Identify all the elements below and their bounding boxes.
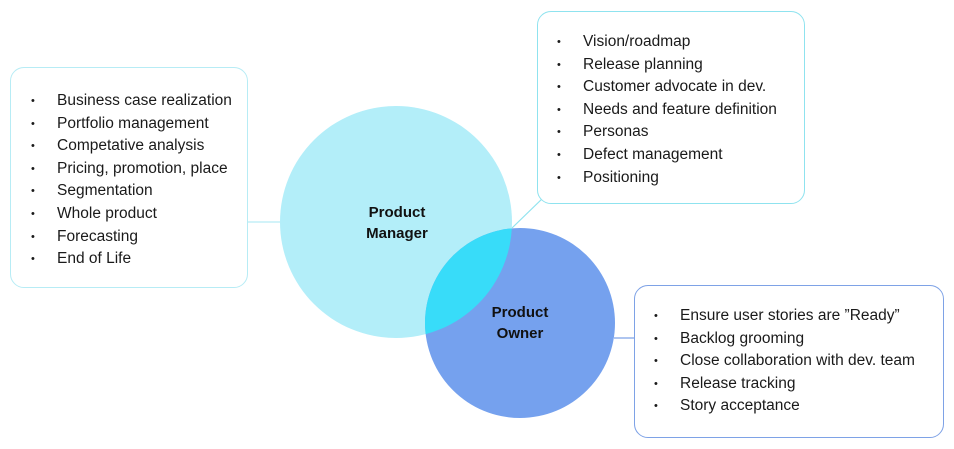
bullet-icon: • — [31, 230, 35, 243]
shared-responsibilities-box: • Vision/roadmap • Release planning • Custo… — [537, 11, 805, 204]
list-item-text: Close collaboration with dev. team — [680, 352, 915, 370]
bullet-icon: • — [31, 253, 35, 266]
list-item-text: Ensure user stories are ”Ready” — [680, 307, 900, 324]
list-item-text: Business case realization — [57, 92, 232, 109]
list-item: • Segmentation — [31, 180, 247, 203]
list-item: • Forecasting — [31, 226, 247, 249]
product-owner-responsibilities-box: • Ensure user stories are ”Ready” • Backlo… — [634, 285, 944, 438]
list-item: • Positioning — [557, 167, 804, 190]
bullet-icon: • — [557, 36, 561, 48]
list-item-text: Defect management — [583, 145, 723, 163]
bullet-icon: • — [557, 148, 561, 161]
bullet-icon: • — [557, 103, 561, 116]
list-item-text: Positioning — [583, 168, 659, 186]
product-manager-responsibilities-box: • Business case realization • Portfolio ma… — [10, 67, 248, 288]
bullet-icon: • — [654, 400, 658, 413]
list-item-text: Backlog grooming — [680, 329, 805, 347]
bullet-icon: • — [654, 377, 658, 390]
overlap-region — [425, 228, 512, 338]
bullet-icon: • — [557, 126, 561, 139]
bullet-icon: • — [31, 140, 35, 153]
list-item: • Business case realization — [31, 90, 247, 113]
list-item: • Vision/roadmap — [557, 31, 804, 54]
list-item-text: Whole product — [57, 204, 157, 222]
list-item: • Customer advocate in dev. — [557, 76, 804, 99]
product-manager-responsibilities-list: • Business case realization • Portfolio ma… — [31, 90, 247, 271]
list-item: • End of Life — [31, 248, 247, 271]
bullet-icon: • — [31, 207, 35, 220]
list-item: • Personas — [557, 121, 804, 144]
list-item: • Ensure user stories are ”Ready” — [654, 305, 943, 328]
bullet-icon: • — [31, 95, 35, 107]
product-manager-label-line2: Manager — [366, 225, 428, 242]
list-item: • Close collaboration with dev. team — [654, 350, 943, 373]
list-item: • Portfolio management — [31, 113, 247, 136]
bullet-icon: • — [31, 185, 35, 198]
bullet-icon: • — [31, 117, 35, 130]
list-item-text: Story acceptance — [680, 397, 800, 415]
list-item: • Release planning — [557, 54, 804, 77]
list-item: • Whole product — [31, 203, 247, 226]
product-owner-label-line2: Owner — [497, 325, 544, 342]
list-item: • Needs and feature definition — [557, 99, 804, 122]
bullet-icon: • — [31, 162, 35, 175]
list-item: • Pricing, promotion, place — [31, 158, 247, 181]
product-manager-label-line1: Product — [369, 204, 426, 221]
list-item-text: Release planning — [583, 55, 703, 73]
bullet-icon: • — [654, 355, 658, 368]
list-item: • Defect management — [557, 144, 804, 167]
bullet-icon: • — [557, 81, 561, 94]
shared-responsibilities-list: • Vision/roadmap • Release planning • Custo… — [557, 31, 804, 189]
list-item: • Backlog grooming — [654, 328, 943, 351]
list-item-text: Competative analysis — [57, 137, 205, 155]
list-item: • Competative analysis — [31, 135, 247, 158]
list-item: • Story acceptance — [654, 395, 943, 418]
list-item-text: Forecasting — [57, 227, 138, 245]
list-item-text: Needs and feature definition — [583, 100, 777, 118]
bullet-icon: • — [654, 310, 658, 322]
bullet-icon: • — [654, 332, 658, 345]
list-item-text: Segmentation — [57, 182, 153, 200]
list-item-text: End of Life — [57, 250, 132, 268]
list-item-text: Pricing, promotion, place — [57, 159, 228, 177]
list-item-text: Customer advocate in dev. — [583, 78, 767, 96]
list-item: • Release tracking — [654, 373, 943, 396]
bullet-icon: • — [557, 58, 561, 71]
list-item-text: Personas — [583, 123, 649, 141]
product-owner-responsibilities-list: • Ensure user stories are ”Ready” • Backlo… — [654, 305, 943, 418]
list-item-text: Portfolio management — [57, 114, 209, 132]
list-item-text: Release tracking — [680, 374, 796, 392]
connector-line-shared-box — [511, 195, 546, 229]
bullet-icon: • — [557, 171, 561, 184]
list-item-text: Vision/roadmap — [583, 33, 691, 50]
product-owner-label-line1: Product — [492, 304, 549, 321]
